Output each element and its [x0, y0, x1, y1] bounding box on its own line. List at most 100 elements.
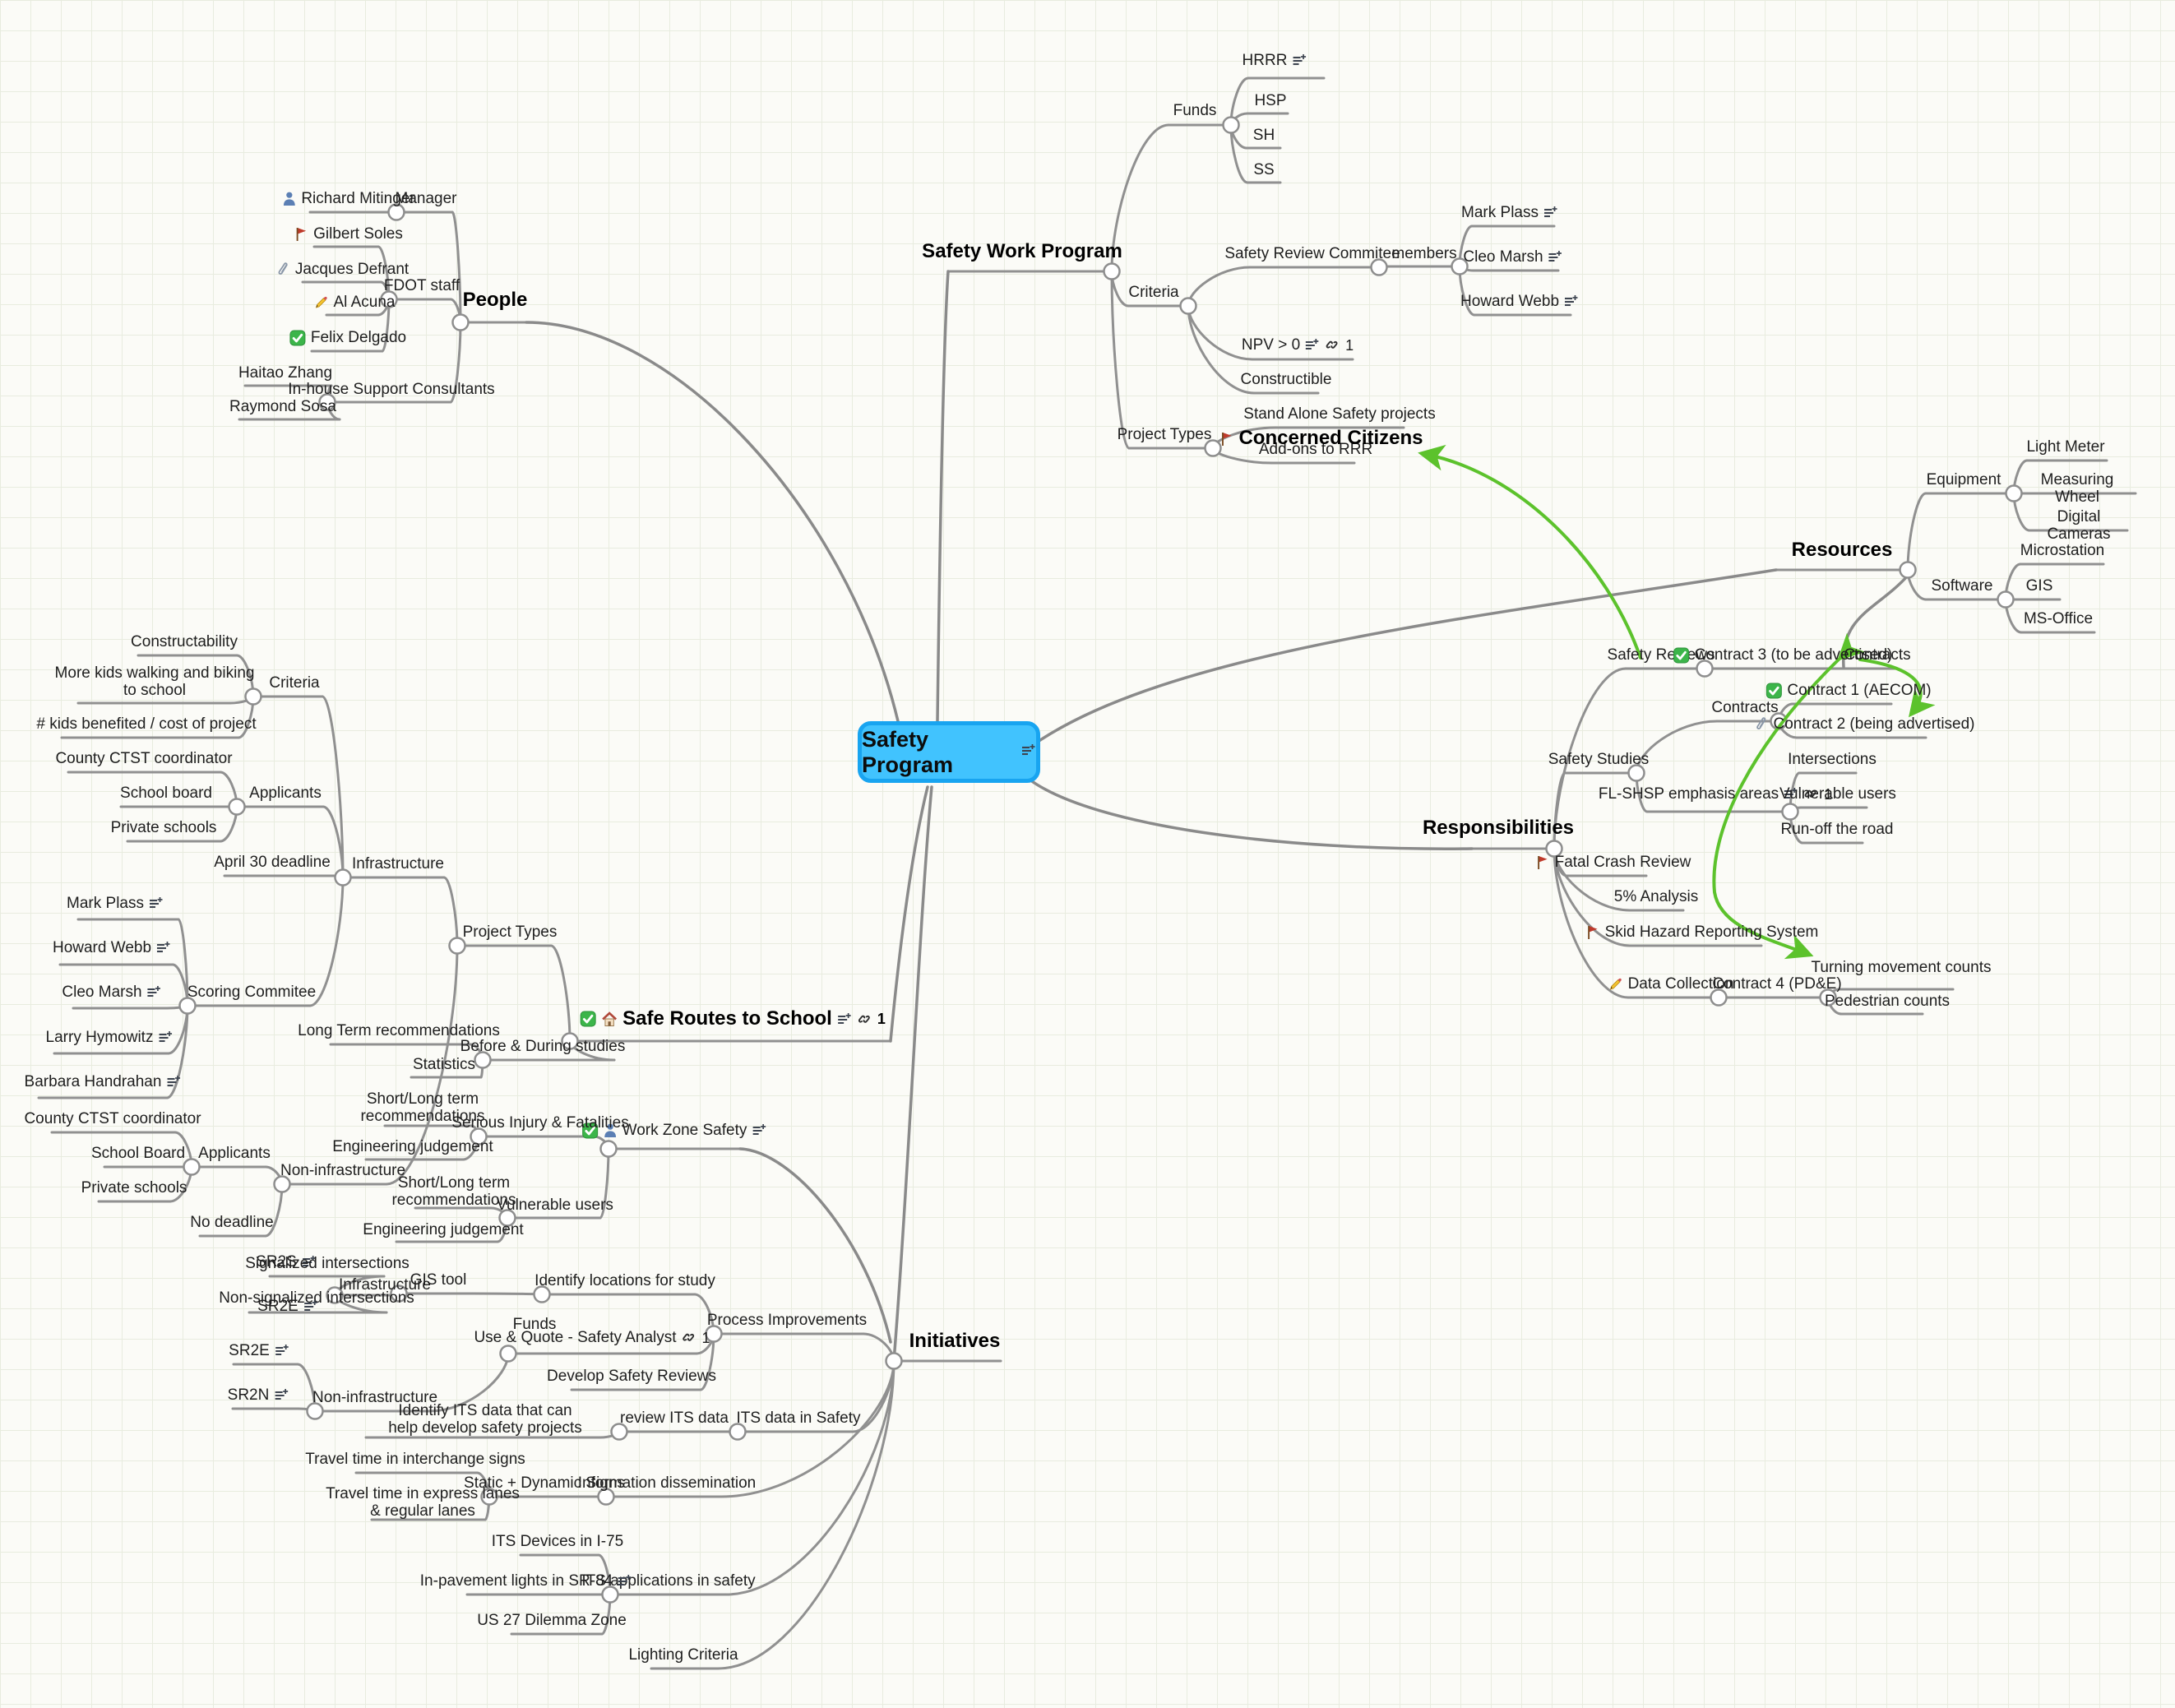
- node-infodiss[interactable]: Information dissemination: [578, 1474, 757, 1492]
- fold-handle-infodiss[interactable]: [597, 1488, 615, 1506]
- fold-handle-funds_t[interactable]: [1222, 116, 1240, 134]
- fold-handle-beforeduring[interactable]: [474, 1051, 492, 1069]
- node-pedcounts[interactable]: Pedestrian counts: [1825, 993, 1950, 1010]
- node-fatal[interactable]: Fatal Crash Review: [1536, 854, 1691, 871]
- fold-handle-sreviews[interactable]: [1696, 660, 1714, 678]
- fold-handle-serious[interactable]: [470, 1127, 488, 1146]
- node-infra1[interactable]: Infrastructure: [352, 855, 444, 873]
- node-identloc[interactable]: Identify locations for study: [534, 1272, 715, 1289]
- node-criteria_l[interactable]: Criteria: [269, 674, 319, 692]
- node-itsdata[interactable]: ITS data in Safety: [736, 1409, 860, 1427]
- node-turning[interactable]: Turning movement counts: [1812, 959, 1992, 976]
- node-statistics[interactable]: Statistics: [413, 1056, 475, 1073]
- node-microstation[interactable]: Microstation: [2020, 542, 2104, 559]
- node-noninfra1[interactable]: Non-infrastructure: [280, 1162, 405, 1179]
- node-april30[interactable]: April 30 deadline: [214, 854, 331, 871]
- fold-handle-noninfra2[interactable]: [306, 1402, 324, 1420]
- fold-handle-resp[interactable]: [1545, 840, 1563, 858]
- node-runoff[interactable]: Run-off the road: [1781, 821, 1894, 838]
- fold-handle-applicants1[interactable]: [228, 798, 246, 816]
- fold-handle-itsapps[interactable]: [601, 1585, 619, 1604]
- node-fivepct[interactable]: 5% Analysis: [1614, 888, 1698, 905]
- node-infra2[interactable]: Infrastructure: [339, 1276, 431, 1294]
- fold-handle-initiatives[interactable]: [885, 1352, 903, 1370]
- node-jdefrant[interactable]: Jacques Defrant: [277, 261, 409, 278]
- node-kidsbenefit[interactable]: # kids benefited / cost of project: [36, 715, 256, 733]
- fold-handle-gistool[interactable]: [390, 1284, 408, 1303]
- node-inhouse[interactable]: In-house Support Consultants: [288, 381, 494, 398]
- node-dcameras[interactable]: Digital Cameras: [2031, 508, 2127, 544]
- node-sigint[interactable]: Signalized intersections: [245, 1255, 410, 1272]
- fold-handle-contract4[interactable]: [1819, 988, 1837, 1007]
- node-sh[interactable]: SH: [1253, 127, 1275, 144]
- node-gsoles[interactable]: Gilbert Soles: [294, 225, 403, 243]
- node-funds_t[interactable]: Funds: [1173, 102, 1217, 119]
- fold-handle-infra2[interactable]: [326, 1286, 344, 1304]
- node-src[interactable]: Safety Review Commitee: [1224, 245, 1400, 262]
- node-mplass1[interactable]: Mark Plass: [1461, 204, 1558, 221]
- node-manager[interactable]: Manager: [396, 190, 457, 207]
- fold-handle-procimpr[interactable]: [705, 1325, 723, 1343]
- node-msoffice[interactable]: MS-Office: [2024, 610, 2093, 627]
- fold-handle-applicants2[interactable]: [183, 1158, 201, 1176]
- node-hrrr[interactable]: HRRR: [1243, 52, 1307, 69]
- node-contract1[interactable]: Contract 1 (AECOM): [1765, 682, 1932, 699]
- node-fundsfree[interactable]: Funds: [513, 1316, 557, 1333]
- node-lightmeter[interactable]: Light Meter: [2026, 438, 2104, 456]
- fold-handle-noninfra1[interactable]: [273, 1175, 291, 1193]
- node-fdelgado[interactable]: Felix Delgado: [289, 329, 406, 346]
- node-slrec1[interactable]: Short/Long term recommendations: [360, 1090, 484, 1126]
- node-engjudge2[interactable]: Engineering judgement: [363, 1221, 523, 1238]
- node-staticdyn[interactable]: Static + Dynamic Signs: [464, 1474, 625, 1492]
- fold-handle-equipment[interactable]: [2005, 484, 2023, 502]
- node-hsp[interactable]: HSP: [1254, 92, 1286, 109]
- node-swp[interactable]: Safety Work Program: [922, 240, 1122, 263]
- node-gistool[interactable]: GIS tool: [410, 1271, 467, 1289]
- fold-handle-itsdata[interactable]: [729, 1423, 747, 1441]
- node-schoolboard2[interactable]: School Board: [91, 1145, 185, 1162]
- fold-handle-identloc[interactable]: [533, 1285, 551, 1303]
- node-itsapps[interactable]: ITS applications in safety: [581, 1572, 755, 1590]
- fold-handle-wzs[interactable]: [599, 1140, 618, 1158]
- node-privschools2[interactable]: Private schools: [81, 1179, 187, 1197]
- fold-handle-software[interactable]: [1997, 590, 2015, 609]
- node-beforeduring[interactable]: Before & During studies: [460, 1038, 626, 1055]
- node-mwheel[interactable]: Measuring Wheel: [2029, 471, 2126, 507]
- node-equipment[interactable]: Equipment: [1927, 471, 2001, 488]
- node-ttexpress[interactable]: Travel time in express lanes & regular l…: [326, 1485, 520, 1521]
- node-wzs[interactable]: Work Zone Safety: [582, 1122, 767, 1139]
- node-cmarsh1[interactable]: Cleo Marsh: [1463, 248, 1562, 266]
- fold-handle-ptypes_t[interactable]: [1204, 439, 1222, 457]
- node-bhandrahan[interactable]: Barbara Handrahan: [25, 1073, 182, 1090]
- node-contract2[interactable]: Contract 2 (being advertised): [1755, 715, 1975, 733]
- node-itsdevices[interactable]: ITS Devices in I-75: [492, 1533, 624, 1550]
- node-hzhang[interactable]: Haitao Zhang: [238, 364, 332, 382]
- node-engjudge1[interactable]: Engineering judgement: [332, 1138, 493, 1155]
- node-gis[interactable]: GIS: [2026, 577, 2053, 595]
- fold-handle-swp[interactable]: [1103, 262, 1121, 280]
- node-ttinterchange[interactable]: Travel time in interchange signs: [305, 1451, 525, 1468]
- node-sr2e2[interactable]: SR2E: [229, 1342, 289, 1359]
- node-applicants2[interactable]: Applicants: [198, 1145, 271, 1162]
- fold-handle-fdot[interactable]: [380, 290, 398, 308]
- node-constructible[interactable]: Constructible: [1241, 371, 1332, 388]
- node-contract4[interactable]: Contract 4 (PD&E): [1712, 975, 1841, 993]
- node-datacoll[interactable]: Data Collection: [1608, 975, 1733, 993]
- fold-handle-criteria_l[interactable]: [244, 687, 262, 706]
- node-lhymowitz[interactable]: Larry Hymowitz: [46, 1029, 174, 1046]
- node-addons[interactable]: Add-ons to RRR: [1259, 441, 1372, 458]
- node-morekids[interactable]: More kids walking and biking to school: [55, 664, 255, 700]
- fold-handle-srts[interactable]: [561, 1032, 579, 1050]
- node-criteria_t[interactable]: Criteria: [1128, 284, 1178, 301]
- fold-handle-infra1[interactable]: [334, 868, 352, 886]
- fold-handle-members[interactable]: [1451, 257, 1469, 275]
- node-contract3[interactable]: Contract 3 (to be advertised): [1673, 646, 1892, 664]
- node-sr2s[interactable]: SR2S: [256, 1253, 317, 1271]
- node-countyctst1[interactable]: County CTST coordinator: [55, 750, 232, 767]
- fold-handle-datacoll[interactable]: [1710, 988, 1728, 1007]
- node-sstudies[interactable]: Safety Studies: [1548, 751, 1650, 768]
